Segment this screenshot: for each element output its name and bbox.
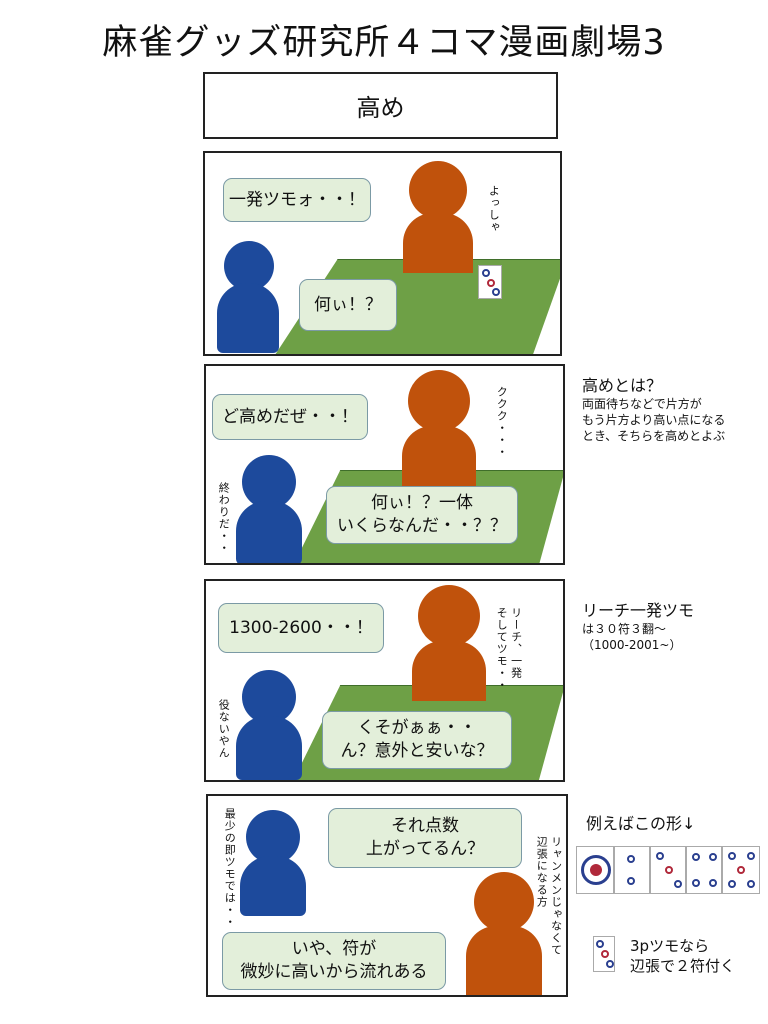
blue-character-head: [242, 670, 296, 724]
blue-character-head: [224, 241, 274, 291]
speech-bubble-bottom: 何ぃ！？: [299, 279, 397, 331]
blue-character-body: [236, 716, 302, 780]
side-text: リーチ、一発 そしてツモ・・: [495, 607, 523, 691]
side-text: リャンメンじゃなくて 辺張になる方: [535, 836, 563, 956]
note-body: 両面待ちなどで片方が もう片方より高い点になる とき、そちらを高めとよぶ: [582, 397, 726, 444]
panel-3: 1300-2600・・！ くそがぁぁ・・ ん？意外と安いな？ リーチ、一発 そし…: [204, 579, 565, 782]
note-title: 高めとは？: [582, 376, 663, 395]
orange-character-head: [474, 872, 534, 932]
note-4: 3pツモなら 辺張で２符付く: [630, 937, 736, 976]
note-body: は３０符３翻〜 （1000-2001~）: [582, 622, 682, 653]
mahjong-tile-icon: [614, 846, 650, 894]
side-text: ククク・・・: [495, 386, 509, 458]
left-text: 終わりだ・・: [217, 482, 231, 554]
tile-row: [576, 846, 760, 894]
blue-character-head: [246, 810, 300, 864]
mahjong-tile-icon: [650, 846, 686, 894]
note-title: リーチ一発ツモ: [582, 601, 695, 620]
speech-bubble-top: 一発ツモォ・・！: [223, 178, 371, 222]
mahjong-tile-icon: [593, 936, 615, 972]
speech-bubble-top: それ点数 上がってるん？: [328, 808, 522, 868]
orange-character-head: [418, 585, 480, 647]
orange-character-body: [403, 213, 473, 273]
panel-1: 一発ツモォ・・！ 何ぃ！？ よっしゃ: [203, 151, 562, 356]
orange-character-body: [412, 641, 486, 701]
mahjong-tile-icon: [576, 846, 614, 894]
orange-character-head: [408, 370, 470, 432]
left-text: 最少の即ツモでは・・: [223, 808, 237, 928]
blue-character-body: [240, 856, 306, 916]
note-3-title: 例えばこの形↓: [586, 814, 696, 833]
blue-character-body: [236, 501, 302, 563]
speech-bubble-bottom: 何ぃ！？一体 いくらなんだ・・？？: [326, 486, 518, 544]
orange-character-head: [409, 161, 467, 219]
mahjong-tile-icon: [722, 846, 760, 894]
side-text: よっしゃ: [487, 185, 501, 233]
mahjong-tile-icon: [478, 265, 502, 299]
panel-4: それ点数 上がってるん？ いや、符が 微妙に高いから流れある 最少の即ツモでは・…: [206, 794, 568, 997]
orange-character-body: [402, 426, 476, 486]
panel-2: ど高めだぜ・・！ 何ぃ！？一体 いくらなんだ・・？？ ククク・・・ 終わりだ・・: [204, 364, 565, 565]
speech-bubble-bottom: くそがぁぁ・・ ん？意外と安いな？: [322, 711, 512, 769]
speech-bubble-top: ど高めだぜ・・！: [212, 394, 368, 440]
note-1: 高めとは？ 両面待ちなどで片方が もう片方より高い点になる とき、そちらを高めと…: [582, 372, 762, 445]
speech-bubble-bottom: いや、符が 微妙に高いから流れある: [222, 932, 446, 990]
page-title: 麻雀グッズ研究所４コマ漫画劇場3: [102, 23, 666, 63]
note-2: リーチ一発ツモ は３０符３翻〜 （1000-2001~）: [582, 597, 762, 653]
blue-character-body: [217, 283, 279, 353]
orange-character-body: [466, 926, 542, 995]
subtitle-box: 高め: [203, 72, 558, 139]
blue-character-head: [242, 455, 296, 509]
speech-bubble-top: 1300-2600・・！: [218, 603, 384, 653]
left-text: 役ないやん: [217, 699, 231, 759]
mahjong-tile-icon: [686, 846, 722, 894]
subtitle: 高め: [356, 94, 405, 122]
